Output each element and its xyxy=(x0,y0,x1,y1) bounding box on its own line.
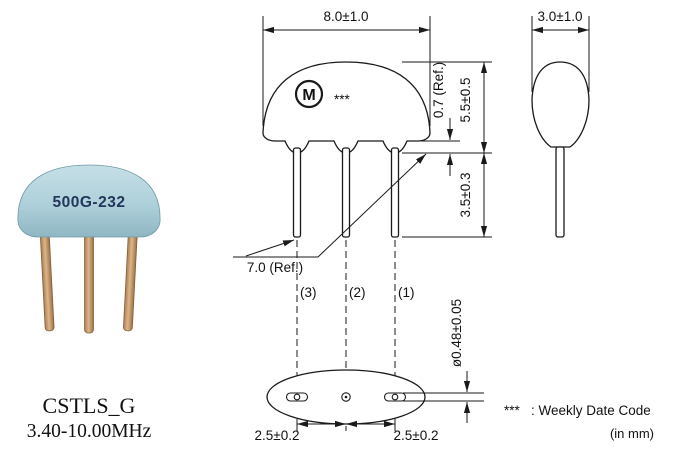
footnote: *** : Weekly Date Code (in mm) xyxy=(504,403,654,441)
footnote-label: : Weekly Date Code xyxy=(531,403,651,418)
lead-pitch-dimensions: 2.5±0.2 2.5±0.2 xyxy=(255,419,439,443)
dim-pitch-right-label: 2.5±0.2 xyxy=(394,428,439,443)
dim-body-width-label: 8.0±1.0 xyxy=(324,9,369,24)
lead-diameter-dimension: ø0.48±0.05 xyxy=(403,299,484,423)
front-body-outline xyxy=(262,61,431,154)
caption-series: CSTLS_G xyxy=(43,393,136,418)
component-body-photo xyxy=(17,164,161,238)
lead-span-dimension: 7.0 (Ref.) xyxy=(233,153,427,275)
front-width-dimension: 8.0±1.0 xyxy=(262,9,431,126)
side-body-outline xyxy=(531,61,590,148)
dim-pitch-left-label: 2.5±0.2 xyxy=(255,428,300,443)
lead-hole-2 xyxy=(341,392,351,402)
pin-label-3: (3) xyxy=(300,285,317,300)
date-code-mark: *** xyxy=(334,92,351,107)
dim-lead-diameter-label: ø0.48±0.05 xyxy=(449,299,464,367)
projection-lines xyxy=(296,240,396,391)
dim-lead-span-label: 7.0 (Ref.) xyxy=(247,260,303,275)
dim-skirt-label: 0.7 (Ref.) xyxy=(431,62,446,118)
caption-frequency-range: 3.40-10.00MHz xyxy=(27,421,152,442)
footnote-units: (in mm) xyxy=(610,426,654,441)
side-view: 3.0±1.0 xyxy=(531,9,590,238)
pin-label-2: (2) xyxy=(349,285,366,300)
dim-lead-length-label: 3.5±0.3 xyxy=(458,173,473,218)
front-view: M *** 8.0±1.0 0.7 (Ref.) 5.5±0.5 3.5±0.3 xyxy=(233,9,492,391)
side-lead xyxy=(555,146,565,238)
dim-body-thickness-label: 3.0±1.0 xyxy=(538,9,583,24)
lead-hole-1 xyxy=(383,392,407,402)
dim-body-height-label: 5.5±0.5 xyxy=(458,78,473,123)
murata-logo: M xyxy=(294,79,324,109)
front-leads xyxy=(292,147,400,238)
front-height-dimensions: 0.7 (Ref.) 5.5±0.5 3.5±0.3 xyxy=(402,61,492,238)
part-marking: 500G-232 xyxy=(53,194,126,211)
pin-label-1: (1) xyxy=(398,285,415,300)
bottom-view: ø0.48±0.05 2.5±0.2 2.5±0.2 xyxy=(255,299,484,443)
murata-logo-letter: M xyxy=(302,87,315,104)
lead-hole-3 xyxy=(285,392,309,402)
component-photo: 500G-232 xyxy=(17,164,161,334)
component-leads-photo xyxy=(39,229,138,334)
footnote-symbol: *** xyxy=(504,403,521,418)
side-width-dimension: 3.0±1.0 xyxy=(531,9,590,92)
